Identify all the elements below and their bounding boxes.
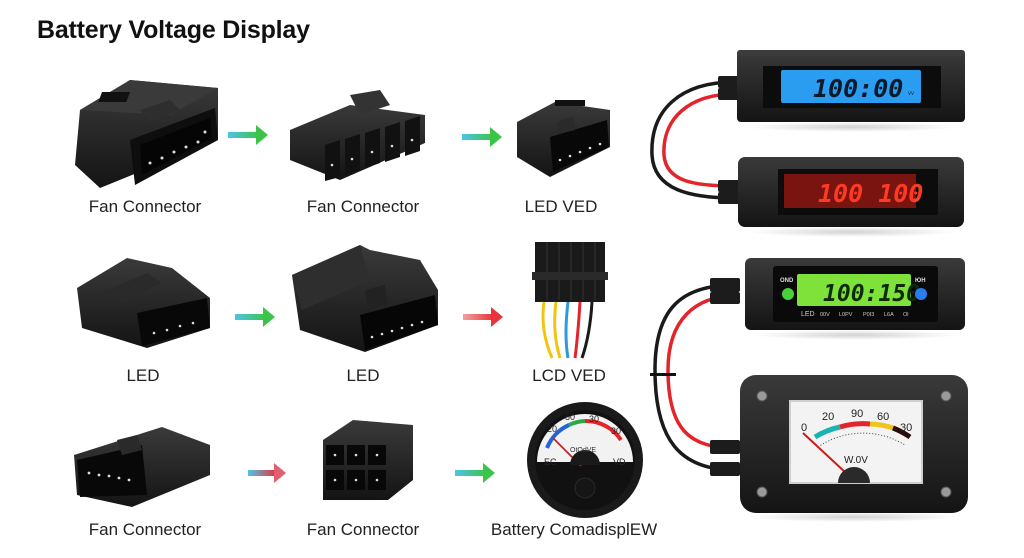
- connector-image: [515, 92, 615, 182]
- page-title: Battery Voltage Display: [37, 16, 310, 44]
- bottom-label: L0PV: [839, 312, 853, 318]
- item-label: Fan Connector: [306, 197, 420, 216]
- item-label: Fan Connector: [88, 520, 202, 539]
- bottom-label: LED: [801, 311, 815, 318]
- bottom-label: 00V: [820, 312, 830, 318]
- meter-tick-label: 60: [877, 411, 889, 423]
- connector-icon: [517, 100, 610, 177]
- connector-icon: [74, 427, 210, 507]
- connector-image: [70, 70, 220, 195]
- meter-tick-label: 20: [822, 411, 834, 423]
- connector-image: [290, 240, 440, 355]
- connector-icon: [292, 245, 438, 352]
- arrow-right-icon: [455, 463, 495, 483]
- meter-unit-text: W.0V: [844, 455, 868, 466]
- arrow-right-icon: [248, 463, 286, 483]
- meter-tick-label: 0: [801, 422, 807, 434]
- right-label: ЮН: [915, 278, 926, 284]
- connector-image: [72, 248, 217, 353]
- connector-image: [290, 85, 430, 185]
- gauge-tick-label: 30: [589, 414, 599, 424]
- gauge-tick-label: 20: [547, 424, 557, 434]
- wiring-harness: [650, 76, 740, 476]
- blue-lcd-display: 100:00 vv: [737, 50, 965, 122]
- wire-harness-icon: [532, 242, 608, 359]
- bottom-label: P0I3: [863, 312, 874, 318]
- connector-icon: [323, 420, 413, 500]
- gauge-left-text: EC: [544, 457, 557, 467]
- round-gauge-icon: 20 50 30 30 OtOdVE EC VD: [527, 402, 643, 518]
- item-label: Battery ComadisplEW: [490, 520, 658, 539]
- flow-arrow: [463, 307, 507, 327]
- item-label: LCD VED: [532, 366, 606, 385]
- wire-harness-image: [530, 240, 610, 360]
- flow-arrow: [235, 307, 279, 327]
- lcd-reading: 100:00: [813, 74, 903, 103]
- lcd-unit: vv: [908, 91, 914, 97]
- gauge-tick-label: 30: [611, 426, 621, 436]
- gauge-tick-label: 50: [565, 412, 575, 422]
- red-led-display: 100 100 vv: [738, 157, 964, 227]
- gauge-center-text: OtOdVE: [570, 447, 596, 454]
- arrow-right-icon: [235, 307, 275, 327]
- item-label: LED VED: [524, 197, 598, 216]
- lcd-module-icon: 100:00 vv: [737, 50, 965, 122]
- arrow-right-icon: [463, 307, 503, 327]
- lcd-reading: 100:150: [823, 281, 920, 307]
- item-label: Fan Connector: [88, 197, 202, 216]
- flow-arrow: [228, 125, 272, 145]
- connector-icon: [290, 90, 425, 181]
- connector-image: [72, 415, 212, 510]
- green-lcd-display: 100:150 OND ЮН LED 00V L0PV P0I3 L6A Ol: [745, 258, 965, 330]
- meter-tick-label: 90: [851, 408, 863, 420]
- bottom-label: L6A: [884, 312, 894, 318]
- flow-arrow: [455, 463, 499, 483]
- flow-arrow: [462, 127, 506, 147]
- connector-icon: [75, 80, 218, 188]
- left-label: OND: [780, 278, 794, 284]
- gauge-right-text: VD: [613, 457, 626, 467]
- lcd-unit: vv: [914, 197, 920, 203]
- item-label: LED: [346, 366, 380, 385]
- lcd-reading: 100 100: [818, 179, 923, 208]
- meter-tick-label: 30: [900, 422, 912, 434]
- analog-meter-icon: 0 20 90 60 30 W.0V: [740, 375, 968, 513]
- round-gauge: 20 50 30 30 OtOdVE EC VD: [525, 400, 645, 520]
- bottom-label: Ol: [903, 312, 909, 318]
- lcd-module-icon: 100 100 vv: [738, 157, 964, 227]
- arrow-right-icon: [462, 127, 502, 147]
- arrow-right-icon: [228, 125, 268, 145]
- connector-icon: [77, 258, 210, 348]
- lcd-module-icon: 100:150 OND ЮН LED 00V L0PV P0I3 L6A Ol: [745, 258, 965, 330]
- flow-arrow: [248, 463, 292, 483]
- item-label: LED: [126, 366, 160, 385]
- analog-voltmeter: 0 20 90 60 30 W.0V: [740, 375, 968, 513]
- item-label: Fan Connector: [306, 520, 420, 539]
- connector-image: [318, 415, 418, 505]
